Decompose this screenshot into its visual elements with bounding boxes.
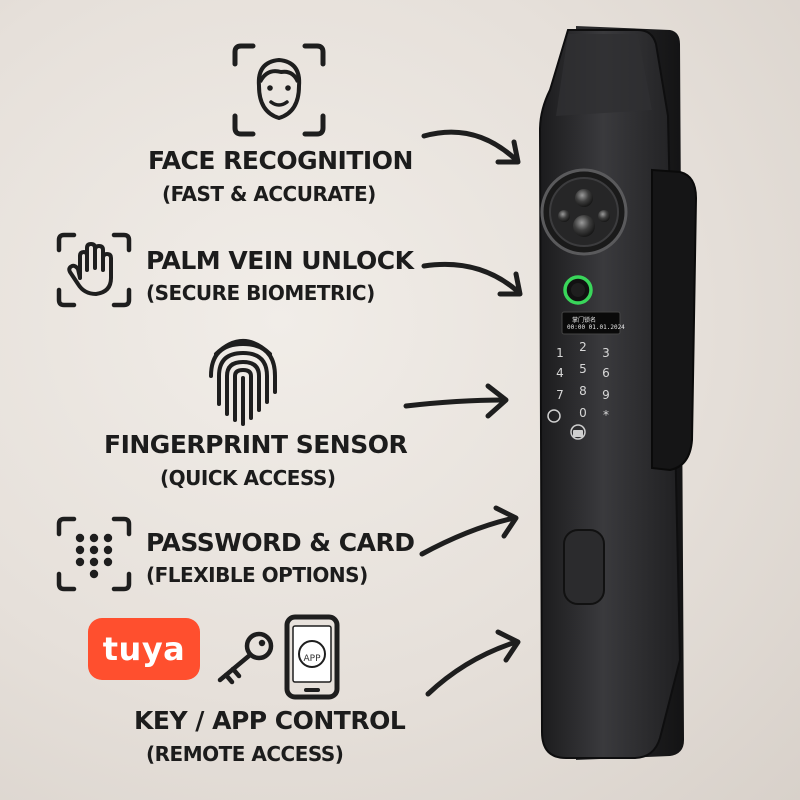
feature-subtitle-palm: (SECURE BIOMETRIC): [146, 281, 375, 305]
key-icon: [217, 631, 274, 685]
feature-title-key-app: KEY / APP CONTROL: [134, 706, 406, 735]
feature-subtitle-face: (FAST & ACCURATE): [162, 182, 376, 206]
feature-title-palm: PALM VEIN UNLOCK: [146, 246, 414, 275]
feature-subtitle-key-app: (REMOTE ACCESS): [146, 742, 344, 766]
lock-screen-line-2: 00:00 01.01.2024: [567, 324, 625, 331]
feature-title-password: PASSWORD & CARD: [146, 528, 415, 557]
keypad-key-1[interactable]: 1: [556, 346, 564, 360]
face-scan-icon: [232, 43, 326, 137]
phone-app-label: APP: [303, 654, 321, 664]
lock-screen-line-1: 掌门锁名: [572, 317, 597, 324]
fingerprint-icon: [209, 339, 277, 426]
keypad-key-4[interactable]: 4: [556, 366, 564, 380]
arrow-password: [419, 505, 519, 557]
smart-lock: [538, 26, 698, 760]
keypad-key-8[interactable]: 8: [579, 384, 587, 398]
keypad-key-star[interactable]: *: [603, 408, 609, 422]
keypad-icon: [56, 516, 132, 592]
keypad-key-3[interactable]: 3: [602, 346, 610, 360]
feature-subtitle-fingerprint: (QUICK ACCESS): [160, 466, 336, 490]
keypad-key-0[interactable]: 0: [579, 406, 587, 420]
feature-subtitle-password: (FLEXIBLE OPTIONS): [146, 563, 368, 587]
tuya-brand-name: tuya: [102, 630, 186, 668]
feature-title-face: FACE RECOGNITION: [148, 146, 413, 175]
keypad-key-7[interactable]: 7: [556, 388, 564, 402]
arrow-fingerprint: [403, 383, 509, 419]
tuya-logo: tuya: [88, 618, 200, 680]
keypad-key-5[interactable]: 5: [579, 362, 587, 376]
arrow-palm: [421, 261, 523, 297]
feature-title-fingerprint: FINGERPRINT SENSOR: [104, 430, 408, 459]
phone-app-icon: [284, 614, 340, 700]
arrow-key-app: [425, 629, 521, 697]
keypad-key-6[interactable]: 6: [602, 366, 610, 380]
arrow-face: [421, 129, 521, 165]
keypad-key-9[interactable]: 9: [602, 388, 610, 402]
keypad-key-2[interactable]: 2: [579, 340, 587, 354]
palm-scan-icon: [56, 232, 132, 308]
